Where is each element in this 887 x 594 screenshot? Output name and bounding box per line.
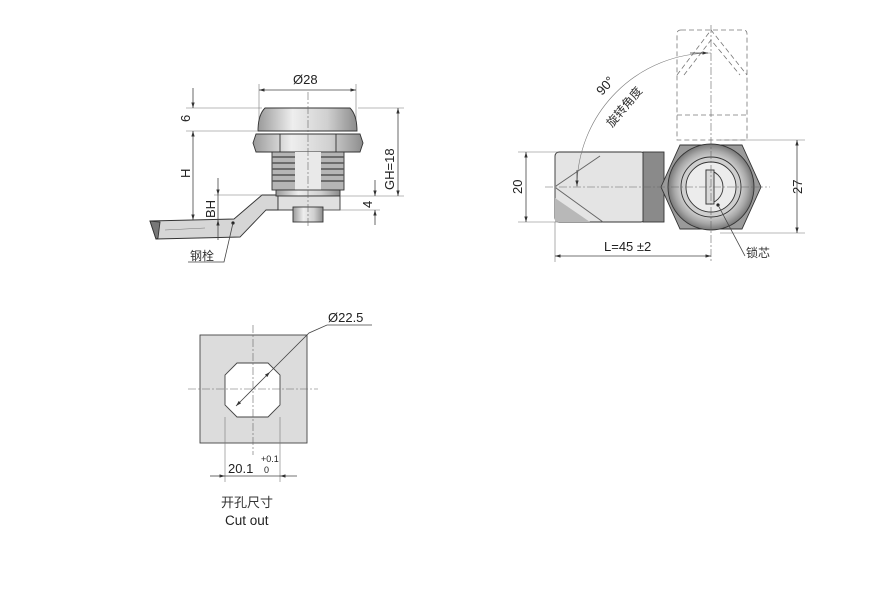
dim-length-label: L=45 ±2 xyxy=(604,239,651,254)
cutout-view: Ø22.5 20.1 +0.1 0 开孔尺寸 Cut out xyxy=(188,310,372,528)
dim-h-label: H xyxy=(178,169,193,178)
dim-gh-label: GH=18 xyxy=(382,148,397,190)
rotated-bolt-outline xyxy=(676,29,748,141)
dim-20-label: 20 xyxy=(510,180,525,194)
hex-nut xyxy=(252,133,364,153)
cutout-title-cn: 开孔尺寸 xyxy=(221,496,273,511)
dim-27-label: 27 xyxy=(790,180,805,194)
lock-core-label: 锁芯 xyxy=(746,245,770,260)
cutout-width-label: 20.1 xyxy=(228,461,253,476)
lock-cap xyxy=(257,107,358,132)
steel-bolt-label: 钢栓 xyxy=(190,248,214,263)
cutout-diameter-label: Ø22.5 xyxy=(328,310,363,325)
dim-6-label: 6 xyxy=(178,115,193,122)
front-view: 90° 旋转角度 20 27 L=45 ±2 锁芯 xyxy=(510,25,805,262)
dim-bh-label: BH xyxy=(203,200,218,218)
cutout-title-en: Cut out xyxy=(225,513,269,528)
side-view: Ø28 6 H BH xyxy=(149,72,404,263)
tolerance-lower: 0 xyxy=(264,465,269,475)
dim-4-label: 4 xyxy=(360,201,375,208)
tolerance-upper: +0.1 xyxy=(261,454,279,464)
angle-90-label: 90° xyxy=(593,73,617,98)
diameter-28-label: Ø28 xyxy=(293,72,318,87)
